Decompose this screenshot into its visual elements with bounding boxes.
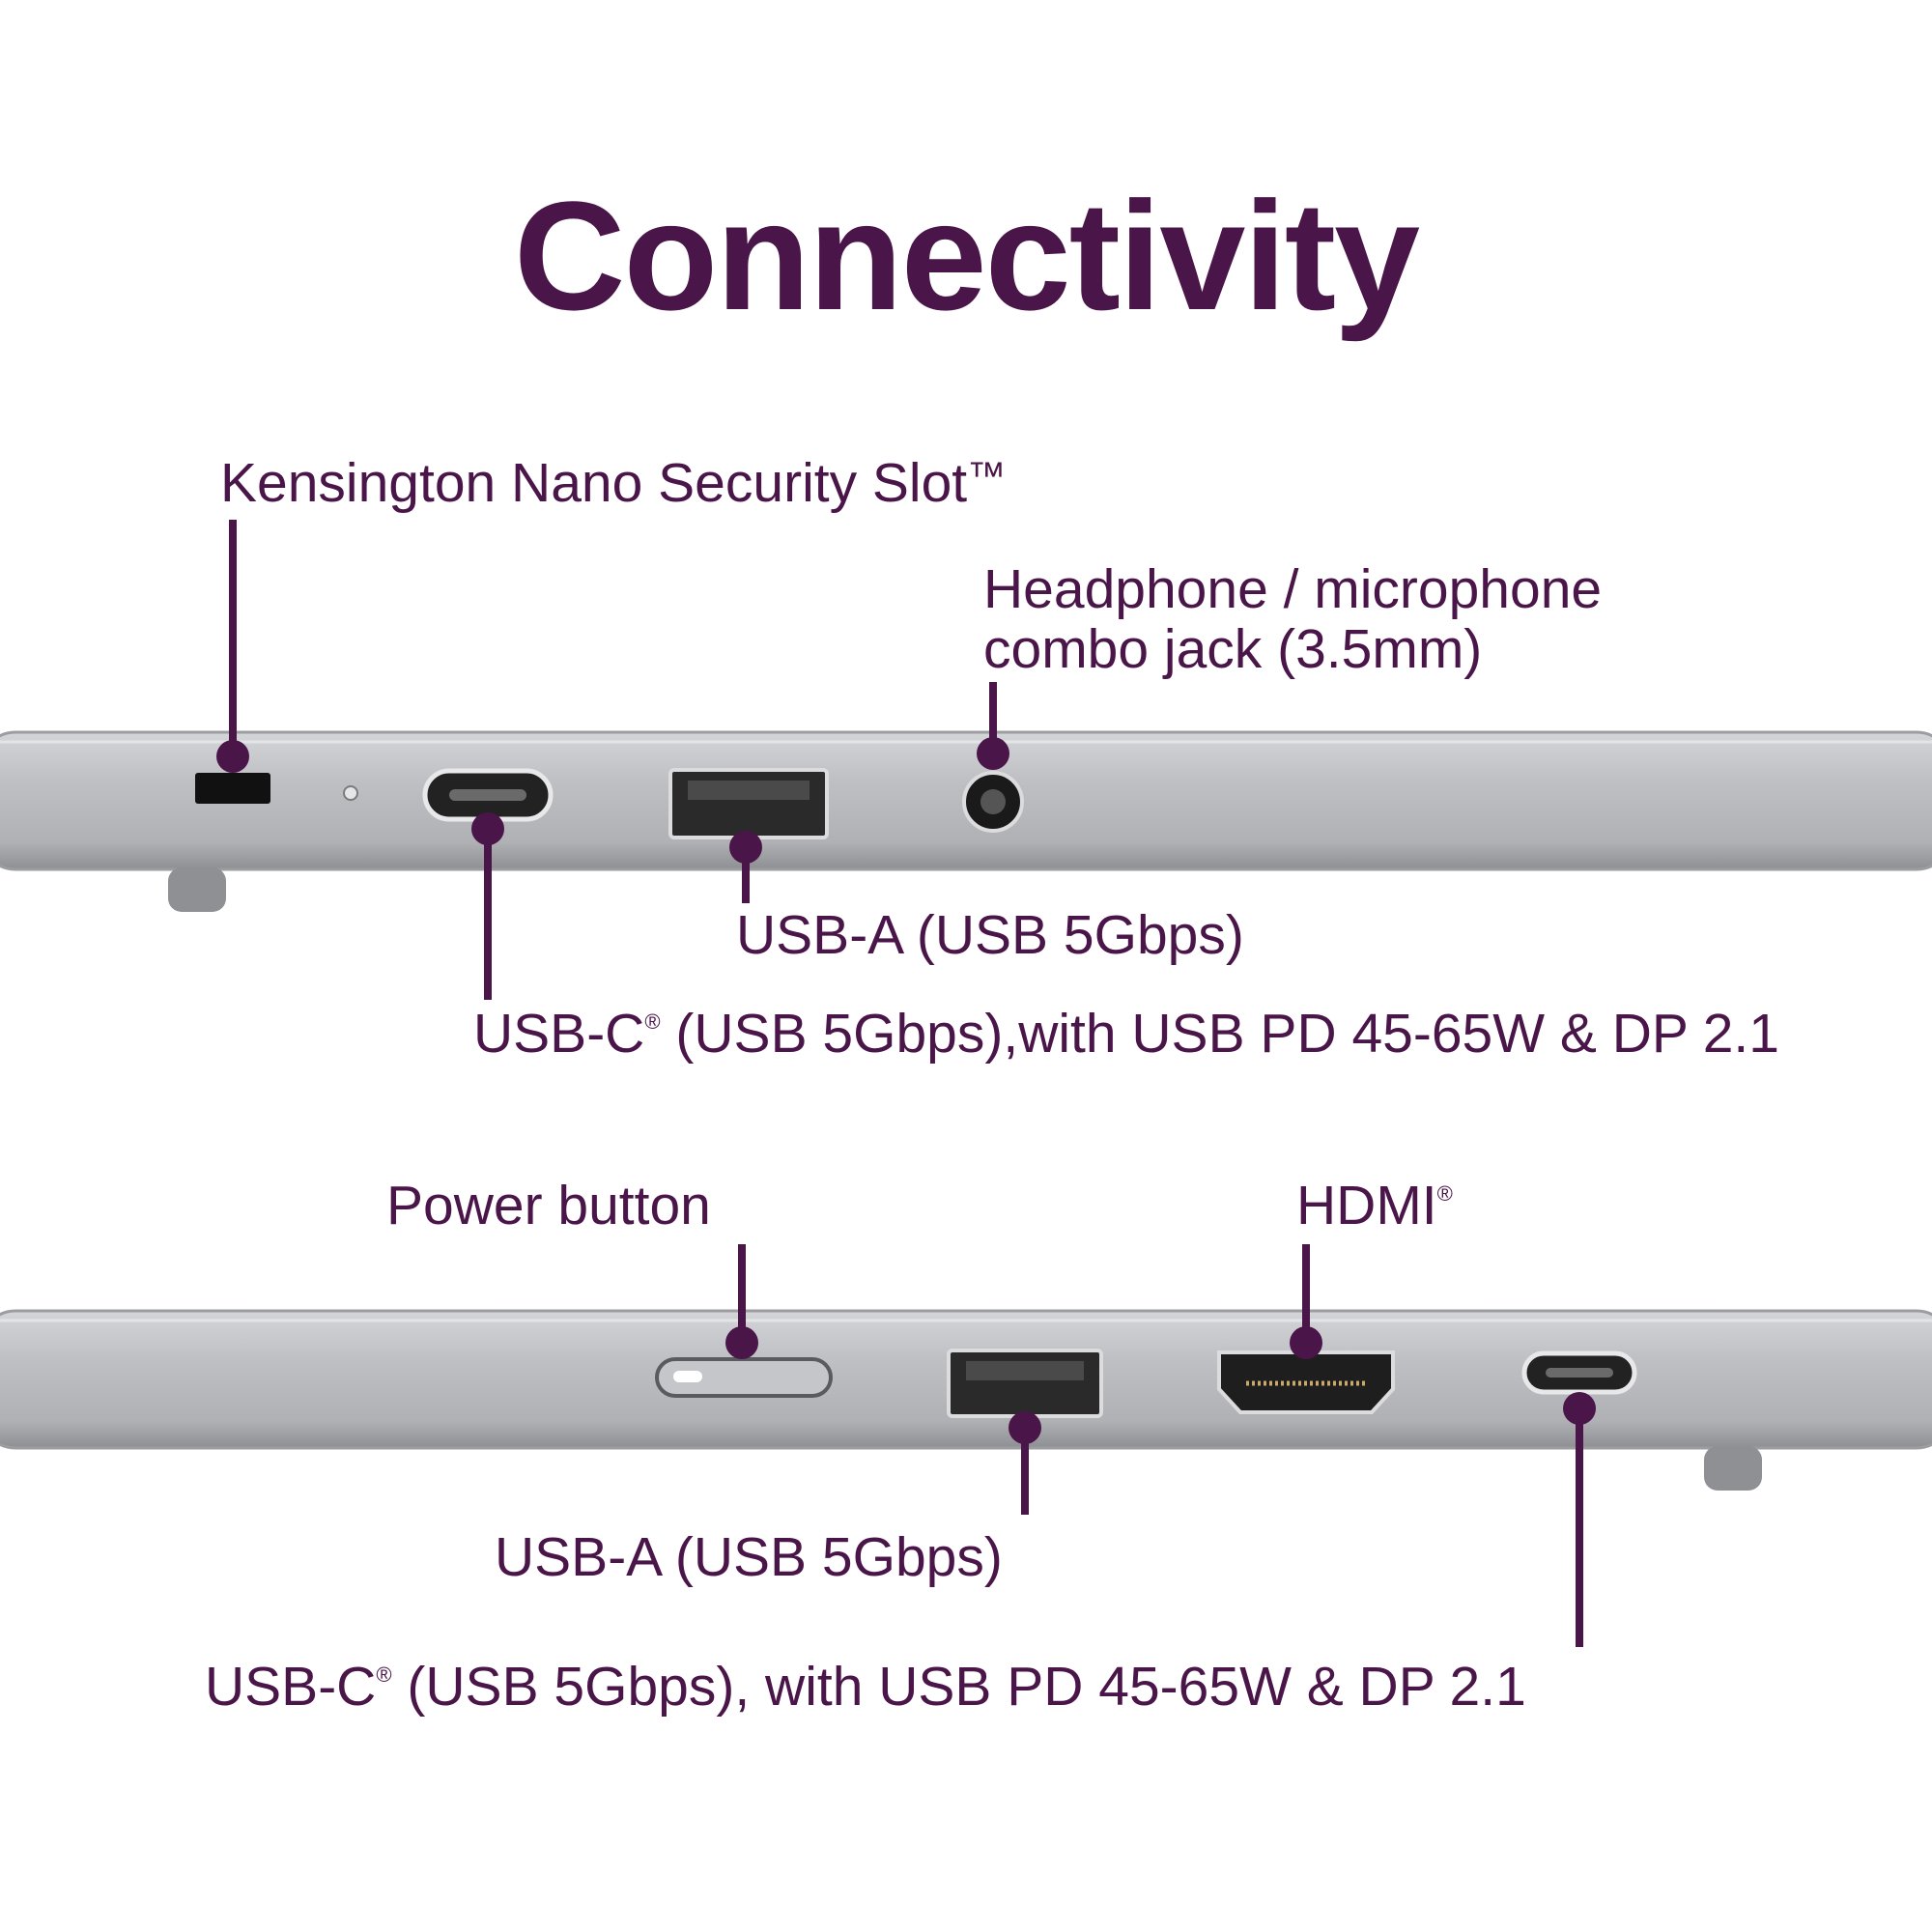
callout-dot-usb-a-right bbox=[1009, 1411, 1041, 1444]
top-callout-lines bbox=[216, 520, 1009, 1000]
bottom-callout-lines bbox=[725, 1244, 1596, 1647]
trademark-mark: ™ bbox=[967, 455, 1007, 497]
label-usb-c-right-suffix: (USB 5Gbps), with USB PD 45-65W & DP 2.1 bbox=[391, 1656, 1526, 1718]
callout-dot-power bbox=[725, 1326, 758, 1359]
label-security-slot-text: Kensington Nano Security Slot bbox=[220, 452, 968, 514]
label-hdmi-text: HDMI bbox=[1296, 1175, 1437, 1236]
status-led-icon bbox=[343, 785, 358, 801]
bottom-foot-right bbox=[1704, 1446, 1762, 1491]
registered-mark: ® bbox=[376, 1662, 392, 1687]
callout-dot-usb-c-left bbox=[471, 812, 504, 845]
label-usb-a-right: USB-A (USB 5Gbps) bbox=[495, 1526, 1003, 1588]
callout-dot-usb-c-right bbox=[1563, 1392, 1596, 1425]
label-usb-a-left: USB-A (USB 5Gbps) bbox=[736, 904, 1244, 966]
callout-dot-security bbox=[216, 740, 249, 773]
top-foot-left bbox=[168, 867, 226, 912]
label-security-slot: Kensington Nano Security Slot™ bbox=[220, 452, 1007, 514]
security-slot-icon bbox=[195, 773, 270, 804]
registered-mark: ® bbox=[1436, 1181, 1453, 1206]
callout-dot-hdmi bbox=[1290, 1326, 1322, 1359]
label-headphone-jack: Headphone / microphone combo jack (3.5mm… bbox=[983, 558, 1603, 680]
laptop-left-side bbox=[0, 730, 1932, 912]
power-button-icon bbox=[655, 1357, 833, 1398]
label-headphone-line2: combo jack (3.5mm) bbox=[983, 617, 1483, 680]
label-hdmi: HDMI® bbox=[1296, 1175, 1453, 1236]
callout-dot-usb-a-left bbox=[729, 831, 762, 864]
label-usb-c-left: USB-C® (USB 5Gbps),with USB PD 45-65W & … bbox=[473, 1003, 1779, 1065]
label-power-button: Power button bbox=[386, 1175, 711, 1236]
usb-a-right-icon bbox=[947, 1349, 1103, 1418]
registered-mark: ® bbox=[644, 1009, 661, 1034]
callout-dot-headphone bbox=[977, 737, 1009, 770]
label-headphone-line1: Headphone / microphone bbox=[983, 558, 1603, 620]
laptop-right-side bbox=[0, 1309, 1932, 1491]
label-usb-c-left-prefix: USB-C bbox=[473, 1003, 645, 1065]
label-usb-c-right-prefix: USB-C bbox=[205, 1656, 377, 1718]
label-usb-c-left-suffix: (USB 5Gbps),with USB PD 45-65W & DP 2.1 bbox=[660, 1003, 1779, 1065]
label-usb-c-right: USB-C® (USB 5Gbps), with USB PD 45-65W &… bbox=[205, 1656, 1526, 1718]
page-title: Connectivity bbox=[513, 169, 1420, 342]
usb-a-left-icon bbox=[668, 768, 829, 839]
